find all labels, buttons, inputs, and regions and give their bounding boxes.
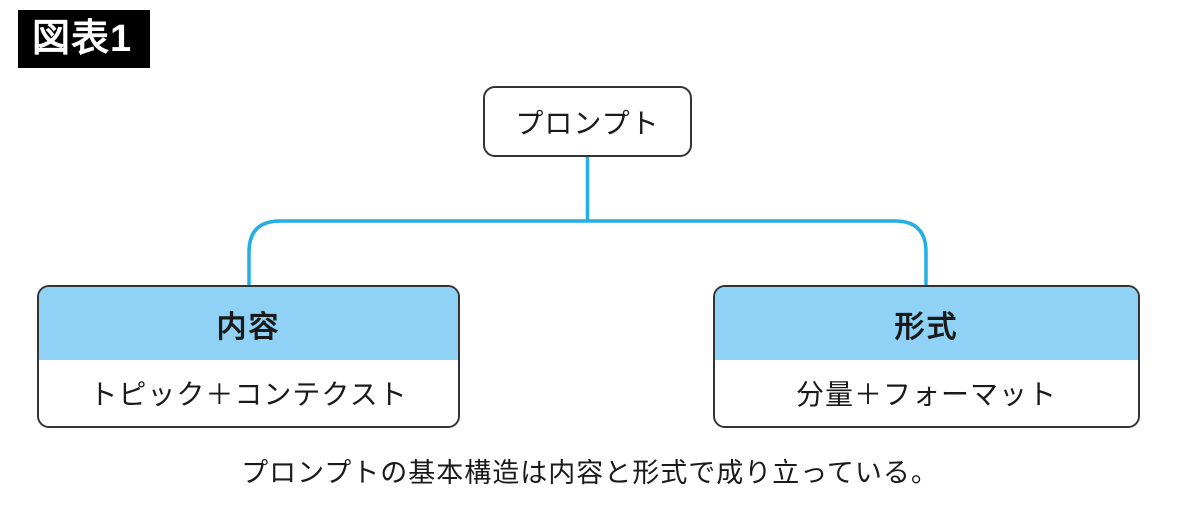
- child-node-content-header: 内容: [39, 287, 458, 360]
- figure-caption: プロンプトの基本構造は内容と形式で成り立っている。: [241, 458, 939, 488]
- child-node-format: 形式 分量＋フォーマット: [713, 285, 1140, 428]
- child-node-format-header: 形式: [715, 287, 1138, 360]
- connector-branch: [247, 219, 928, 286]
- root-node-prompt: プロンプト: [483, 86, 692, 157]
- figure-label-badge: 図表1: [18, 10, 150, 68]
- root-node-label: プロンプト: [515, 107, 660, 139]
- child-node-content: 内容 トピック＋コンテクスト: [37, 285, 460, 428]
- child-node-content-body: トピック＋コンテクスト: [39, 360, 458, 426]
- child-node-format-body: 分量＋フォーマット: [715, 360, 1138, 426]
